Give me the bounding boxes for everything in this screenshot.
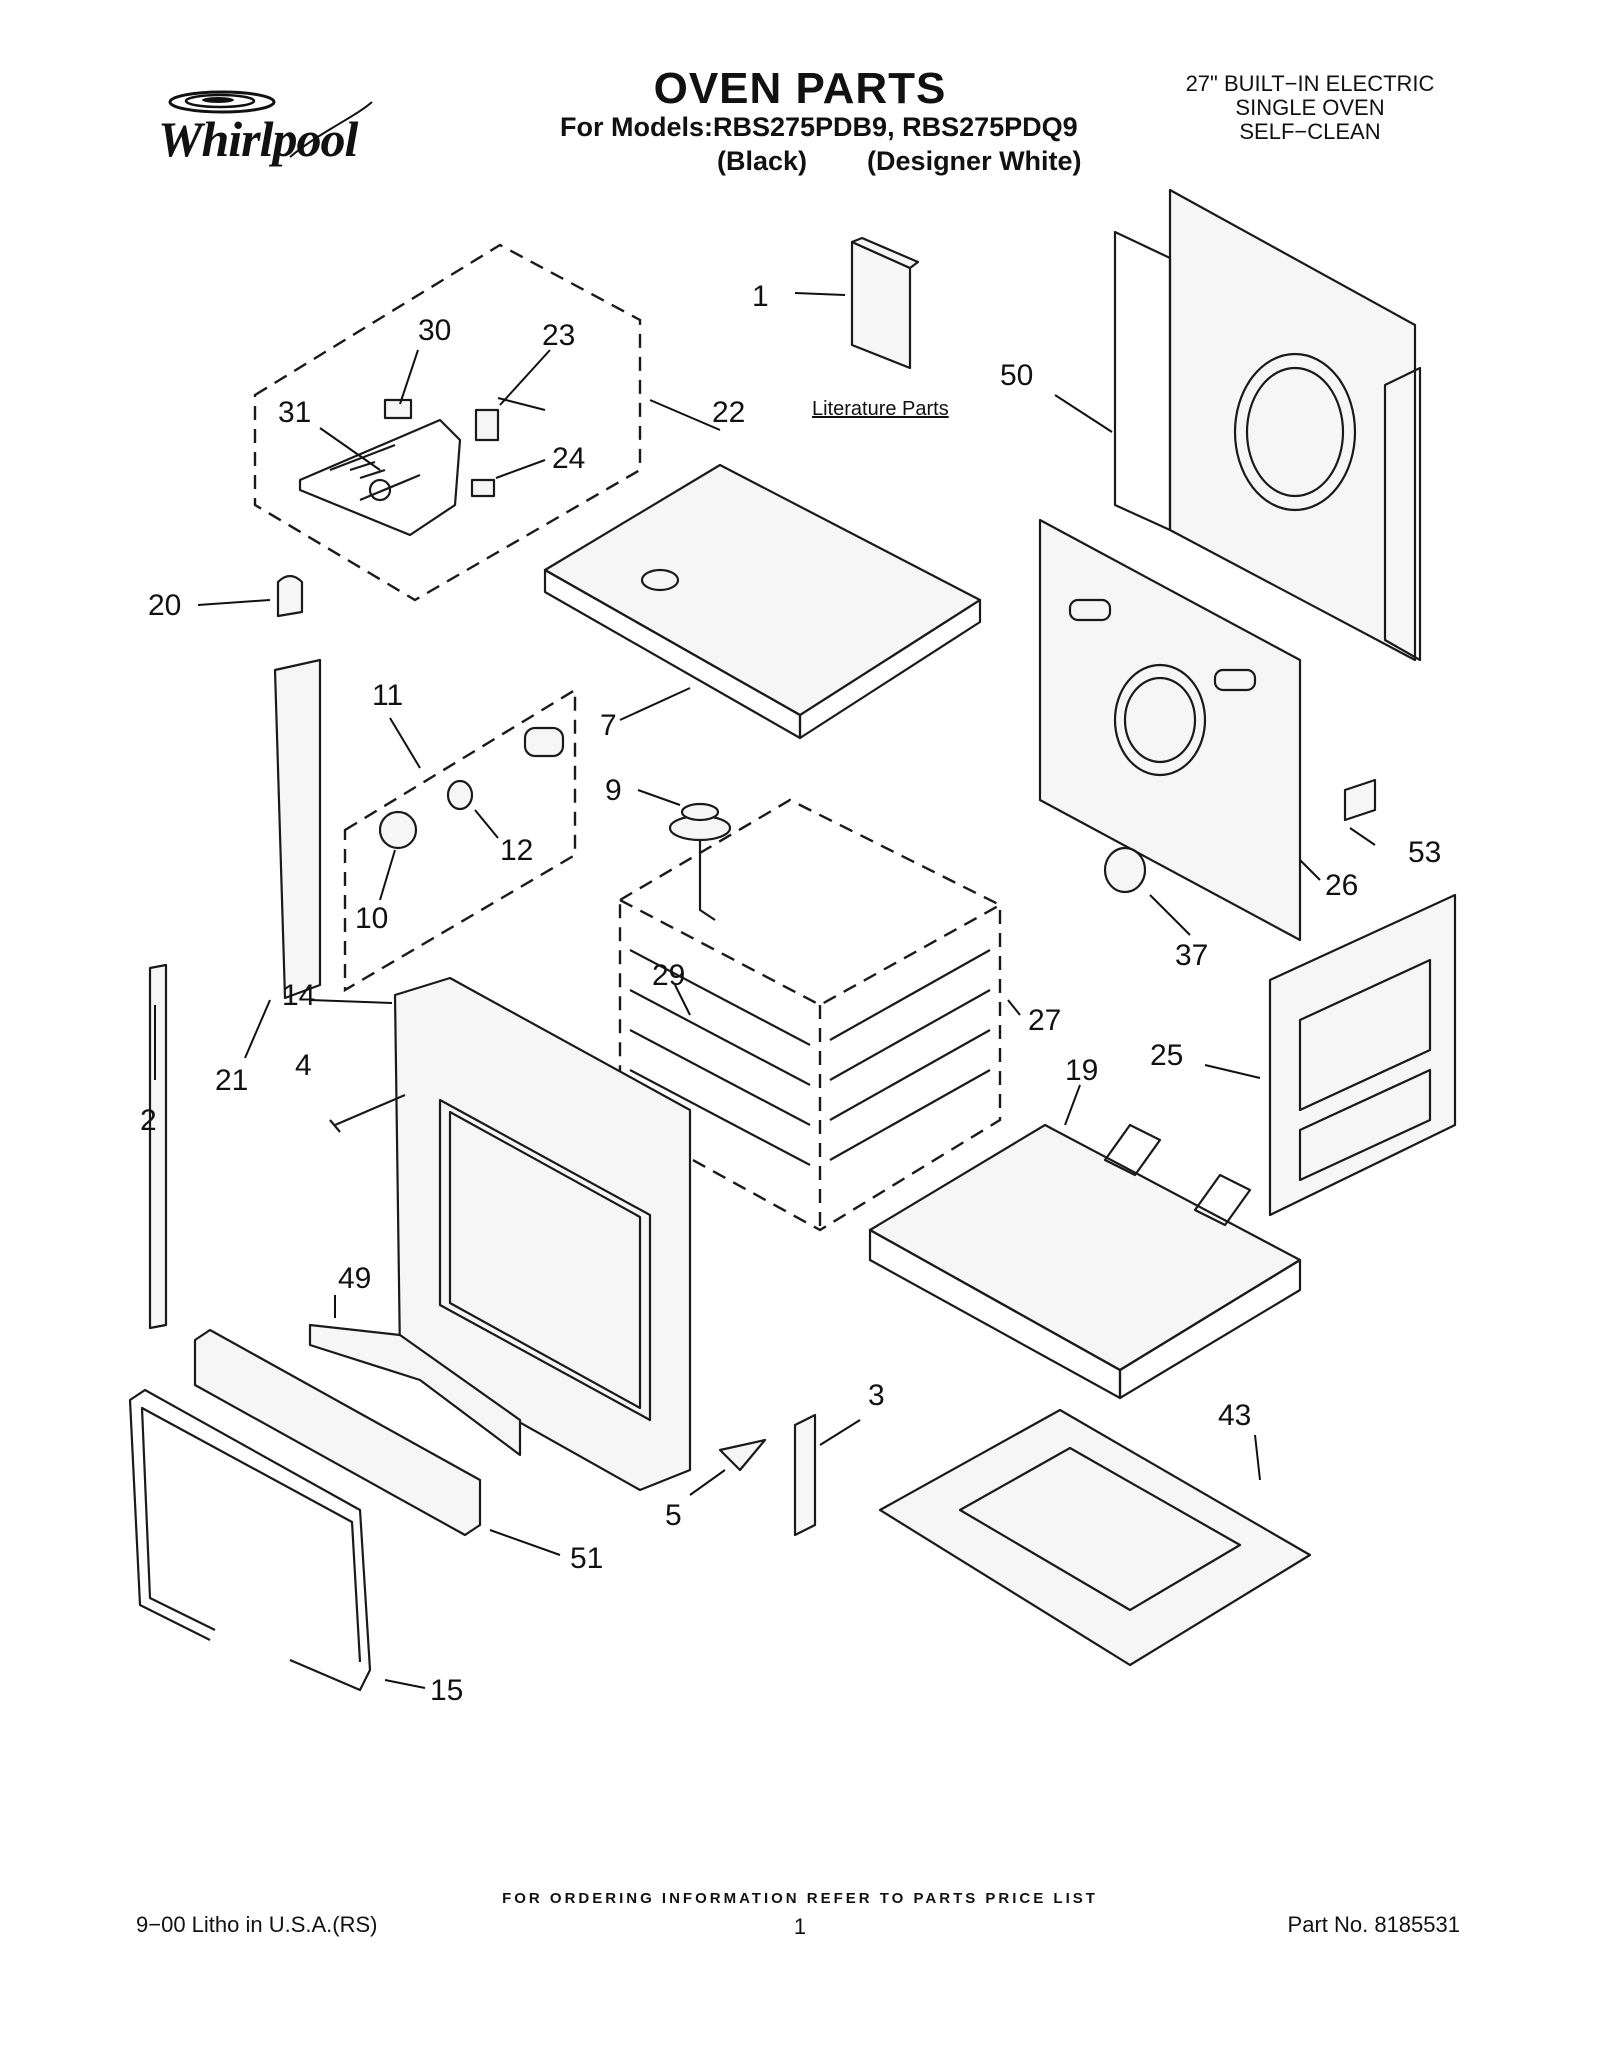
thermal-cutoff	[1103, 846, 1147, 894]
colors-line: (Black) (Designer White)	[717, 146, 1082, 176]
callout-12: 12	[500, 834, 533, 867]
knob-group	[343, 687, 577, 993]
side-bracket	[1038, 518, 1302, 942]
thermostat	[668, 802, 732, 921]
bracket-5	[718, 1438, 767, 1472]
callout-31: 31	[278, 396, 311, 429]
callout-14: 14	[282, 979, 315, 1012]
screw-4	[329, 1093, 406, 1133]
callout-29: 29	[652, 959, 685, 992]
callout-labels: 1 2 3 4 5 7 9 10 11 12 14 15 19 20 21 22…	[140, 280, 1441, 1707]
cover-20	[276, 574, 304, 618]
page-title: OVEN PARTS	[0, 64, 1600, 114]
callout-3: 3	[868, 1379, 885, 1412]
leader-lines	[154, 292, 1376, 1689]
models-line: For Models:RBS275PDB9, RBS275PDQ9	[560, 112, 1078, 142]
spec-line-1: 27" BUILT−IN ELECTRIC	[1185, 71, 1435, 96]
part-number: Part No. 8185531	[1287, 1912, 1460, 1937]
callout-51: 51	[570, 1542, 603, 1575]
callout-19: 19	[1065, 1054, 1098, 1087]
side-panel	[1268, 893, 1457, 1217]
rear-panel	[1113, 188, 1422, 662]
product-spec: 27" BUILT−IN ELECTRIC SINGLE OVEN SELF−C…	[1160, 72, 1460, 144]
callout-24: 24	[552, 442, 585, 475]
bracket-3	[793, 1413, 817, 1537]
drawer-tray	[878, 1408, 1312, 1667]
swirl-icon	[168, 90, 373, 158]
callout-27: 27	[1028, 1004, 1061, 1037]
callout-43: 43	[1218, 1399, 1251, 1432]
trim-21	[273, 658, 322, 1000]
gasket-15-inner	[140, 1406, 362, 1663]
callout-20: 20	[148, 589, 181, 622]
brand-wordmark: Whirlpool	[158, 111, 358, 167]
callout-22: 22	[712, 396, 745, 429]
callout-2: 2	[140, 1104, 157, 1137]
callout-49: 49	[338, 1262, 371, 1295]
bracket-53	[1343, 778, 1377, 822]
literature-parts	[850, 236, 920, 370]
ordering-note: FOR ORDERING INFORMATION REFER TO PARTS …	[502, 1890, 1098, 1907]
callout-30: 30	[418, 314, 451, 347]
top-panel	[543, 463, 982, 740]
callout-4: 4	[295, 1049, 312, 1082]
bottom-panel	[868, 1123, 1302, 1400]
callout-53: 53	[1408, 836, 1441, 869]
callout-50: 50	[1000, 359, 1033, 392]
spec-line-2: SINGLE OVEN	[1235, 95, 1385, 120]
callout-10: 10	[355, 902, 388, 935]
front-frame	[393, 976, 692, 1492]
whirlpool-logo: Whirlpool	[140, 82, 380, 172]
page-number: 1	[793, 1914, 807, 1939]
callout-25: 25	[1150, 1039, 1183, 1072]
callout-9: 9	[605, 774, 622, 807]
exploded-parts-diagram: Literature Parts	[128, 188, 1457, 1707]
callout-15: 15	[430, 1674, 463, 1707]
vent-49	[308, 1323, 522, 1457]
spec-line-3: SELF−CLEAN	[1239, 119, 1381, 144]
trim-2	[148, 963, 168, 1330]
callout-11: 11	[372, 679, 403, 712]
gasket-15	[128, 1388, 372, 1692]
literature-label: Literature Parts	[812, 398, 949, 420]
callout-26: 26	[1325, 869, 1358, 902]
trim-51	[193, 1328, 482, 1537]
callout-1: 1	[752, 280, 769, 313]
callout-37: 37	[1175, 939, 1208, 972]
title-text: OVEN PARTS	[653, 64, 947, 113]
callout-23: 23	[542, 319, 575, 352]
litho-note: 9−00 Litho in U.S.A.(RS)	[136, 1912, 378, 1937]
callout-21: 21	[215, 1064, 248, 1097]
callout-7: 7	[600, 709, 617, 742]
callout-5: 5	[665, 1499, 682, 1532]
control-assembly-group	[253, 243, 642, 602]
